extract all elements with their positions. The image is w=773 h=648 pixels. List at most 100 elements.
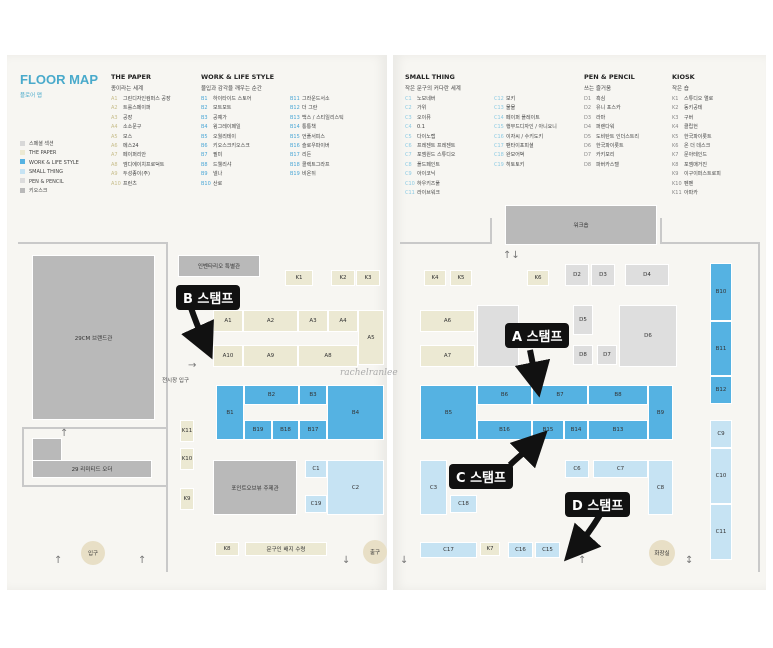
booth-name: 오월리테이	[213, 133, 237, 140]
booth-C1: C1	[305, 460, 327, 478]
booth-name: 퍼렌다워	[596, 124, 615, 131]
booth-A7: A7	[420, 345, 475, 367]
booth-name: 공장	[123, 114, 133, 121]
booth-code: A7	[111, 152, 118, 159]
legend-swatch	[20, 178, 25, 184]
booth-29-limited-order: 29 리미티드 오더	[32, 460, 152, 478]
booth-name: 통통책	[302, 124, 316, 131]
booth-code: B4	[201, 124, 208, 131]
booth-code: A6	[111, 143, 118, 150]
booth-code: B5	[201, 133, 208, 140]
work-heading: WORK & LIFE STYLE	[201, 73, 275, 81]
booth-K9: K9	[180, 488, 194, 510]
legend-swatch	[20, 149, 25, 155]
small-heading: SMALL THING	[405, 73, 455, 81]
booth-B5: B5	[420, 385, 477, 440]
booth-code: B7	[201, 152, 208, 159]
legend-item: THE PAPER	[20, 149, 79, 158]
booth-name: 한국파이롯트	[596, 143, 624, 150]
booth-C19: C19	[305, 495, 327, 513]
booth-name: 스튜디오 앨로	[684, 96, 714, 102]
booth-K8: K8	[215, 542, 239, 556]
booth-D7: D7	[597, 345, 617, 365]
booth-K5: K5	[450, 270, 472, 286]
booth-name: 카키모리	[596, 152, 615, 159]
booth-name: 노모네버	[417, 96, 436, 102]
arrow-right-icon: →	[188, 360, 197, 371]
booth-code: A5	[111, 133, 118, 140]
stamp-c-label: C 스탬프	[449, 464, 513, 489]
stamp-d-arrow	[563, 513, 603, 562]
legend-item: 키오스크	[20, 187, 79, 196]
booth-name: 클립헌	[684, 124, 698, 131]
kiosk-subheading: 작은 숍	[672, 86, 689, 92]
booth-name: 모트모트	[213, 105, 232, 112]
booth-code: C18	[494, 152, 504, 159]
booth-code: B19	[290, 171, 300, 178]
booth-name: 팬타이포피셜	[506, 143, 534, 150]
stamp-a-arrow	[514, 349, 551, 398]
booth-code: C3	[405, 114, 412, 121]
booth-K3: K3	[356, 270, 380, 286]
booth-code: B15	[290, 133, 300, 140]
booth-C3: C3	[420, 460, 447, 515]
stamp-c-arrow	[507, 430, 548, 469]
booth-code: D2	[584, 105, 592, 112]
booth-code: D3	[584, 114, 592, 121]
booth-code: A8	[111, 161, 118, 168]
booth-B19: B19	[244, 420, 272, 440]
booth-workshop: 워크숍	[505, 205, 657, 245]
booth-code: K1	[672, 96, 679, 102]
booth-code: D8	[584, 161, 592, 168]
booth-code: C6	[405, 143, 412, 150]
booth-D4: D4	[625, 264, 669, 286]
directory-entry: K1 스튜디오 앨로	[672, 95, 721, 104]
booth-name: 언플서피스	[302, 133, 326, 140]
booth-name: 구버	[684, 114, 694, 121]
booth-C17: C17	[420, 542, 477, 558]
booth-name: 윙그레이페일	[213, 124, 241, 131]
booth-name: 하이타이드 스토어	[213, 96, 252, 102]
booth-C10: C10	[710, 448, 732, 504]
booth-name: 가위	[417, 105, 427, 112]
booth-B8: B8	[588, 385, 648, 405]
stamp-b-label: B 스탬프	[176, 285, 241, 310]
booth-B4: B4	[327, 385, 384, 440]
booth-name: 물물	[506, 105, 516, 112]
legend-swatch	[20, 187, 25, 193]
booth-name: 그린디자인컴퍼스 공장	[123, 96, 171, 102]
booth-code: B16	[290, 143, 300, 150]
booth-K6: K6	[527, 270, 549, 286]
arrow-up-icon: ↑	[138, 555, 147, 566]
booth-C9: C9	[710, 420, 732, 448]
booth-name: 라이브워크	[417, 190, 441, 197]
